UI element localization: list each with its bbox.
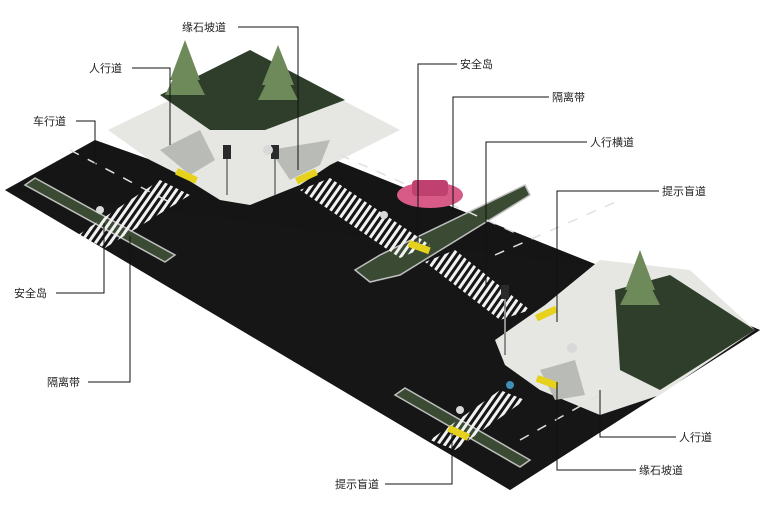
- tactile-paving-6: [447, 425, 470, 441]
- label-curb-ramp-bottom: 缘石坡道: [639, 463, 683, 477]
- road-lower: [5, 190, 760, 490]
- leader-safety-island-left: [56, 223, 105, 294]
- tactile-paving-4: [535, 305, 558, 322]
- leader-curb-ramp-top: [238, 26, 299, 170]
- tree-1: [165, 40, 205, 95]
- pedestrian-3: [506, 381, 514, 389]
- wheelchair-user-2: [567, 343, 577, 353]
- pedestrian-2: [380, 211, 388, 219]
- leader-safety-island-top: [417, 63, 457, 243]
- crosswalk-top: [300, 178, 430, 258]
- crosswalk-left: [78, 180, 190, 248]
- tree-3: [620, 250, 660, 305]
- leader-tactile-bottom: [385, 433, 453, 485]
- label-curb-ramp-top: 缘石坡道: [182, 20, 226, 34]
- leader-median-top: [452, 96, 549, 219]
- crosswalk-right: [425, 250, 530, 320]
- label-safety-island-top: 安全岛: [460, 57, 493, 71]
- label-roadway: 车行道: [33, 114, 66, 128]
- label-safety-island-left: 安全岛: [14, 286, 47, 300]
- label-tactile-paving-bottom: 提示盲道: [335, 477, 379, 491]
- tactile-paving-2: [295, 168, 318, 185]
- label-sidewalk-top: 人行道: [89, 61, 122, 75]
- pedestrian-1: [96, 206, 104, 214]
- label-tactile-paving-right: 提示盲道: [662, 184, 706, 198]
- tree-2: [258, 45, 298, 100]
- crosswalk-bottom: [430, 390, 525, 450]
- tactile-paving-3: [407, 240, 431, 255]
- traffic-light-1: [223, 145, 231, 159]
- leader-tactile-right: [556, 190, 659, 322]
- leader-median-left: [88, 236, 131, 383]
- label-median-top: 隔离带: [552, 90, 585, 104]
- leader-roadway: [76, 120, 96, 165]
- leader-crosswalk: [485, 141, 587, 285]
- car: [397, 180, 463, 208]
- label-crosswalk: 人行横道: [590, 135, 634, 149]
- label-median-left: 隔离带: [47, 375, 80, 389]
- grass-top: [160, 50, 345, 130]
- leader-sidewalk-top: [132, 67, 171, 145]
- curb-ramp-bottom: [540, 360, 585, 400]
- leader-curb-ramp-bottom: [556, 382, 636, 471]
- pedestrian-4: [456, 406, 464, 414]
- wheelchair-user-1: [263, 145, 273, 155]
- curb-ramp-top-left: [160, 130, 215, 175]
- tactile-paving-5: [535, 375, 559, 390]
- traffic-light-3: [501, 285, 509, 299]
- curb-ramp-top-right: [270, 140, 330, 180]
- label-sidewalk-bottom: 人行道: [679, 430, 712, 444]
- traffic-light-2: [271, 145, 279, 159]
- tactile-paving-1: [175, 167, 198, 184]
- leader-sidewalk-bottom: [599, 390, 676, 438]
